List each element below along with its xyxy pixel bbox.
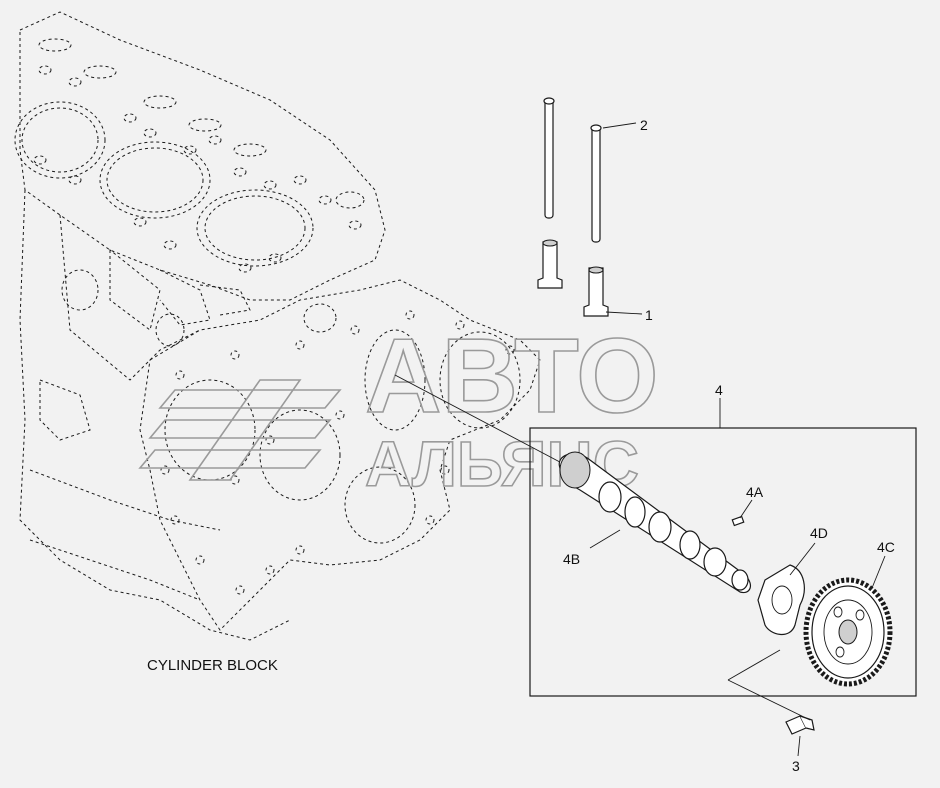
cylinder-block [14, 11, 541, 641]
callout-4: 4 [715, 382, 723, 398]
callout-2: 2 [640, 117, 648, 133]
caption-cylinder-block: CYLINDER BLOCK [147, 657, 278, 674]
watermark-line1: АВТО [365, 317, 659, 435]
assembly-frame [529, 427, 917, 697]
camshaft [558, 451, 752, 594]
callout-1: 1 [645, 307, 653, 323]
callout-4c: 4C [877, 539, 895, 555]
woodruff-key [731, 515, 745, 527]
tappets [537, 239, 609, 317]
cam-gear [803, 577, 893, 687]
watermark: АВТО АЛЬЯНС [138, 316, 659, 501]
callout-4d: 4D [810, 525, 828, 541]
push-rods [543, 97, 602, 243]
callout-4b: 4B [563, 551, 580, 567]
callouts: 2 1 4 4A 4B 4D 4C 3 [563, 117, 895, 774]
leader-lines [589, 122, 886, 757]
gear-bolt [785, 715, 815, 735]
callout-4a: 4A [746, 484, 764, 500]
thrust-plate [757, 564, 805, 635]
watermark-logo [138, 379, 342, 481]
camshaft-assembly [394, 374, 917, 735]
callout-3: 3 [792, 758, 800, 774]
